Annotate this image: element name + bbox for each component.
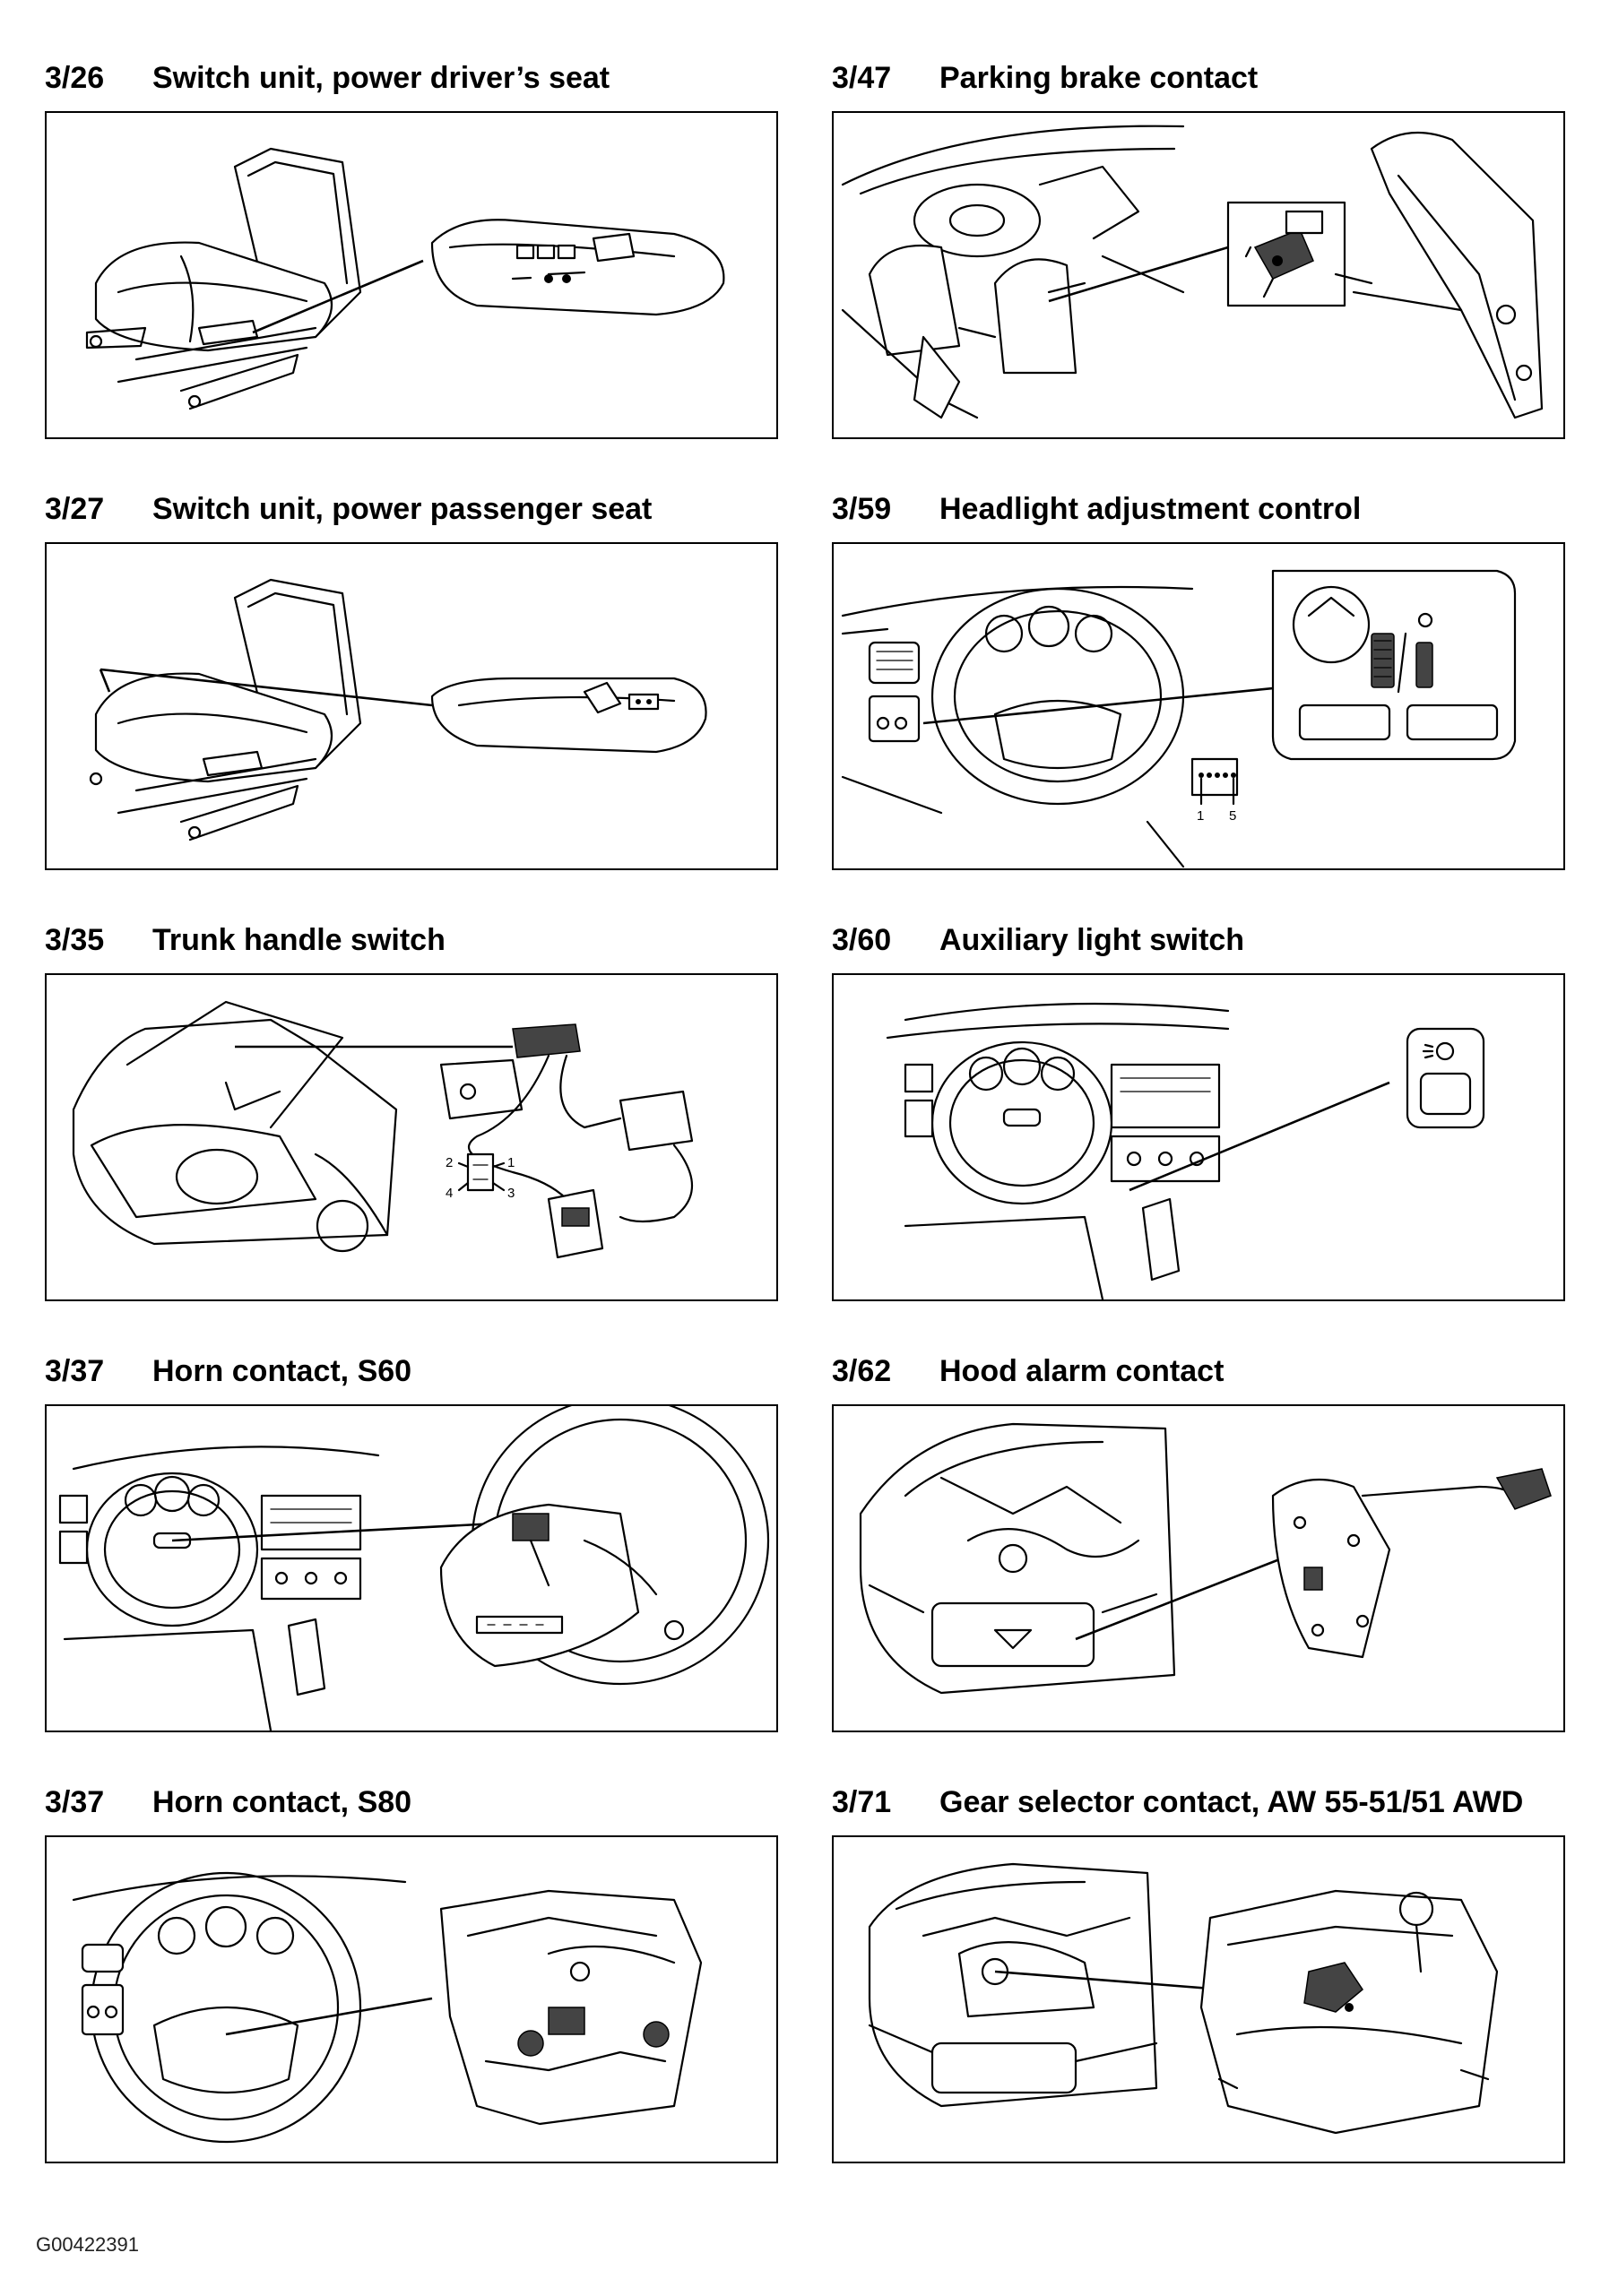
- panel-header: 3/71 Gear selector contact, AW 55-51/51 …: [832, 1780, 1567, 1825]
- hood-alarm-illustration: [859, 1422, 1552, 1695]
- transmission-drawing: [1199, 1889, 1499, 2135]
- component-code: 3/71: [832, 1785, 892, 1819]
- horn-contact-assembly: [439, 1889, 703, 2126]
- illustration-frame: [832, 1404, 1565, 1732]
- component-title: Horn contact, S60: [152, 1354, 412, 1388]
- illustration-frame: [45, 1835, 778, 2163]
- connector-pinout: 1 5: [1190, 757, 1239, 824]
- seat-drawing: [85, 147, 362, 410]
- pin-label-5: 5: [1229, 808, 1236, 824]
- dashboard-drawing: [58, 1446, 380, 1731]
- panel-header: 3/59 Headlight adjustment control: [832, 487, 1567, 531]
- component-title: Trunk handle switch: [152, 923, 446, 957]
- dashboard-drawing: [841, 585, 1194, 868]
- illustration-frame: 2 1 4 3: [45, 973, 778, 1301]
- aux-light-switch-illustration: [886, 1002, 1485, 1299]
- component-title: Horn contact, S80: [152, 1785, 412, 1819]
- pin-label-1: 1: [1197, 808, 1204, 824]
- trunk-switch-illustration: 2 1 4 3: [72, 1000, 694, 1259]
- panel-header: 3/37 Horn contact, S60: [45, 1349, 780, 1394]
- gear-selector-illustration: [868, 1862, 1499, 2135]
- horn-s60-illustration: [58, 1406, 770, 1731]
- component-title: Switch unit, power driver’s seat: [152, 61, 610, 95]
- headlight-switch-panel: [1271, 569, 1517, 761]
- parking-brake-illustration: [841, 125, 1544, 419]
- panel-header: 3/27 Switch unit, power passenger seat: [45, 487, 780, 531]
- handbrake-lever-drawing: [1334, 131, 1544, 419]
- panel-header: 3/60 Auxiliary light switch: [832, 918, 1567, 962]
- passenger-seat-illustration: [89, 578, 707, 842]
- trunk-connector-pinout: 2 1 4 3: [446, 1152, 515, 1201]
- driver-seat-illustration: [85, 147, 725, 410]
- pin-label-4: 4: [446, 1186, 453, 1201]
- brake-contact-inset: [1226, 201, 1346, 307]
- trunk-switch-harness: [439, 1023, 694, 1259]
- seat-drawing: [89, 578, 362, 842]
- headlight-control-illustration: 1 5: [841, 569, 1517, 868]
- component-code: 3/37: [45, 1354, 105, 1388]
- component-title: Gear selector contact, AW 55-51/51 AWD: [939, 1785, 1524, 1819]
- hood-alarm-switch: [1271, 1468, 1552, 1659]
- component-code: 3/62: [832, 1354, 892, 1388]
- component-title: Hood alarm contact: [939, 1354, 1225, 1388]
- dashboard-drawing: [886, 1002, 1230, 1299]
- component-code: 3/47: [832, 61, 892, 95]
- panel-header: 3/47 Parking brake contact: [832, 56, 1567, 100]
- aux-light-switch: [1406, 1027, 1485, 1129]
- component-code: 3/35: [45, 923, 105, 957]
- illustration-frame: [45, 542, 778, 870]
- illustration-frame: [832, 1835, 1565, 2163]
- component-code: 3/60: [832, 923, 892, 957]
- component-title: Headlight adjustment control: [939, 492, 1362, 526]
- component-title: Switch unit, power passenger seat: [152, 492, 653, 526]
- illustration-frame: [45, 111, 778, 439]
- airbag-horn-module: [439, 1406, 770, 1686]
- engine-bay-drawing: [859, 1422, 1176, 1695]
- illustration-frame: 1 5: [832, 542, 1565, 870]
- component-title: Auxiliary light switch: [939, 923, 1245, 957]
- steering-wheel-drawing: [72, 1871, 407, 2144]
- pin-label-1: 1: [507, 1155, 515, 1170]
- component-title: Parking brake contact: [939, 61, 1259, 95]
- seat-switch-unit: [430, 677, 707, 754]
- pin-label-2: 2: [446, 1155, 453, 1170]
- engine-bay-drawing: [868, 1862, 1158, 2108]
- panel-header: 3/62 Hood alarm contact: [832, 1349, 1567, 1394]
- component-code: 3/26: [45, 61, 105, 95]
- illustration-frame: [832, 111, 1565, 439]
- panel-header: 3/35 Trunk handle switch: [45, 918, 780, 962]
- component-code: 3/37: [45, 1785, 105, 1819]
- car-interior-drawing: [841, 125, 1185, 419]
- component-code: 3/27: [45, 492, 105, 526]
- pin-label-3: 3: [507, 1186, 515, 1201]
- component-code: 3/59: [832, 492, 892, 526]
- horn-s80-illustration: [72, 1871, 703, 2144]
- document-id: G00422391: [36, 2233, 139, 2256]
- illustration-frame: [832, 973, 1565, 1301]
- panel-header: 3/37 Horn contact, S80: [45, 1780, 780, 1825]
- car-rear-drawing: [72, 1000, 398, 1253]
- seat-switch-unit: [430, 219, 725, 316]
- panel-header: 3/26 Switch unit, power driver’s seat: [45, 56, 780, 100]
- illustration-frame: [45, 1404, 778, 1732]
